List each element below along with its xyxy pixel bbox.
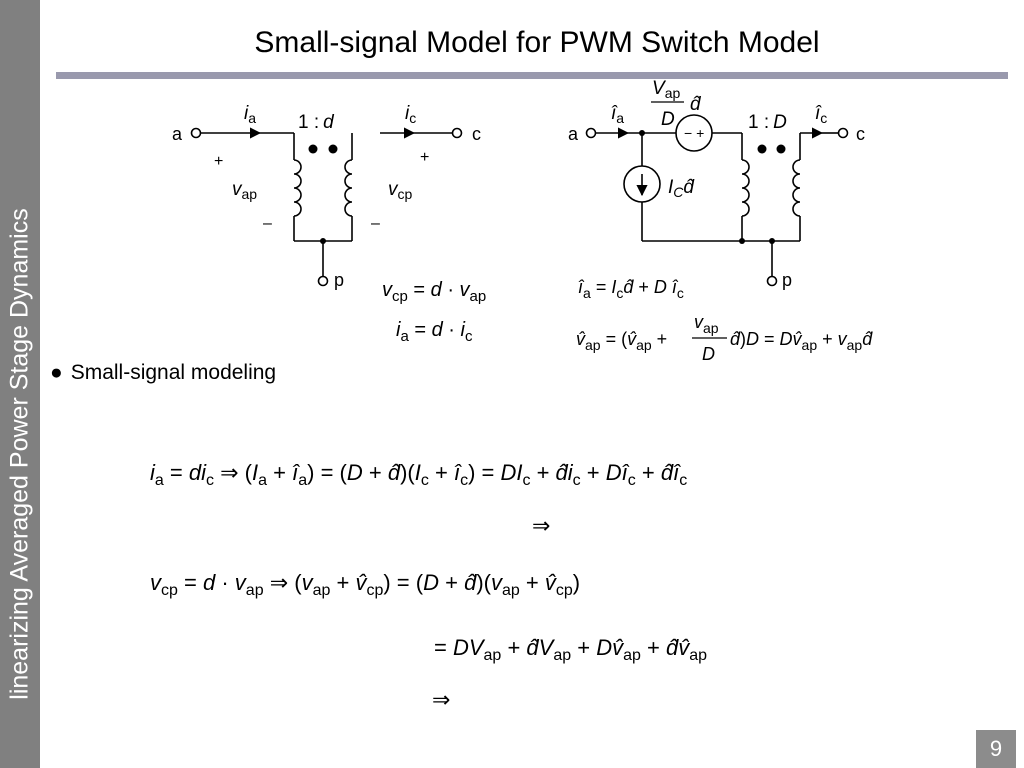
dot-secondary-r: [776, 144, 786, 154]
source-d-hat: d̂: [690, 94, 702, 115]
eq-line3: = DVap + d̂Vap + Dv̂ap + d̂v̂ap: [434, 635, 707, 664]
turns-ratio: 1 :d: [298, 112, 335, 133]
eq-ia-small: îa = Icd̂ + D îc: [578, 277, 684, 301]
bullet-marker: ●: [50, 361, 63, 384]
dot-primary: [308, 144, 318, 154]
label-vcp: vcp: [388, 179, 413, 202]
eq-vcp: vcp = d · vap: [382, 279, 486, 305]
dot-primary-r: [757, 144, 767, 154]
sidebar: linearizing Averaged Power Stage Dynamic…: [0, 0, 40, 768]
dot-secondary: [328, 144, 338, 154]
label-vap: vap: [232, 179, 257, 202]
junction-dot-a: [639, 130, 645, 136]
page-number: 9: [976, 730, 1016, 768]
equations-lower: ia = dic ⇒ (Ia + îa) = (D + d̂)(Ic + îc)…: [150, 460, 707, 712]
voltage-source-signs: − +: [684, 125, 704, 141]
implies-2: ⇒: [432, 687, 450, 712]
label-ia: ia: [244, 103, 256, 126]
terminal-p: p: [334, 270, 344, 290]
left-circuit: [190, 127, 463, 287]
terminal-p-r: p: [782, 270, 792, 290]
minus-left: –: [263, 215, 272, 232]
current-source-label: ICd̂: [668, 177, 695, 200]
eq-ia: ia = d · ic: [396, 319, 473, 345]
eq-vap-small: v̂ap = (v̂ap +: [576, 329, 667, 353]
implies-1: ⇒: [532, 513, 550, 538]
terminal-a-r: a: [568, 124, 579, 144]
junction-dot: [320, 238, 326, 244]
source-frac-num: Vap: [652, 78, 680, 101]
eq-vap-frac-den: D: [702, 344, 715, 364]
equations-upper: vcp = d · vap ia = d · ic îa = Icd̂ + D …: [382, 277, 873, 364]
eq-vap-frac-num: vap: [694, 312, 719, 336]
label-ic: ic: [405, 103, 416, 126]
plus-left: +: [214, 153, 223, 170]
plus-right: +: [420, 149, 429, 166]
terminal-c-r: c: [856, 124, 865, 144]
page-title: Small-signal Model for PWM Switch Model: [254, 26, 820, 59]
right-circuit: [585, 114, 849, 287]
label-ic-hat: îc: [815, 103, 827, 126]
label-ia-hat: îa: [611, 103, 624, 126]
bullet-small-signal: ● Small-signal modeling: [50, 361, 276, 385]
turns-ratio-r: 1 :D: [748, 112, 787, 133]
minus-right: –: [371, 215, 380, 232]
eq-line2: vcp = d · vap ⇒ (vap + v̂cp) = (D + d̂)(…: [150, 570, 580, 599]
terminal-a: a: [172, 124, 183, 144]
terminal-c: c: [472, 124, 481, 144]
junction-dot-b: [739, 238, 745, 244]
title-divider: [56, 72, 1008, 79]
junction-dot-c: [769, 238, 775, 244]
bullet-text: Small-signal modeling: [70, 361, 277, 384]
source-frac-den: D: [661, 109, 675, 130]
eq-vap-small-rest: d̂)D = Dv̂ap + vapd̂: [730, 329, 873, 353]
eq-line1: ia = dic ⇒ (Ia + îa) = (D + d̂)(Ic + îc)…: [150, 460, 687, 489]
